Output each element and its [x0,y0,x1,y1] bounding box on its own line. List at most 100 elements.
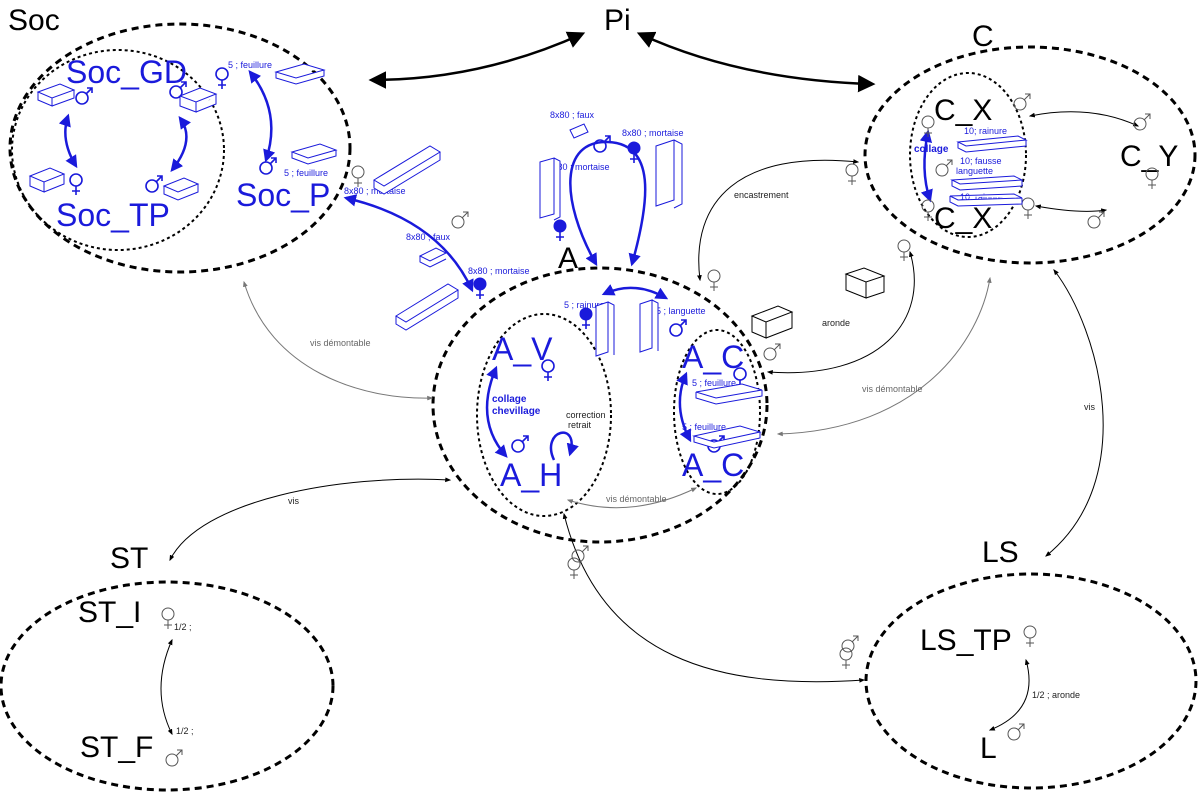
arrow-a-rainure-languette [601,284,669,300]
label-soc-p-mortaise: 8x80 ; mortaise [344,186,406,196]
node-a: A [558,242,578,275]
label-chevillage: chevillage [492,406,541,417]
label-a-rainure: 5 ; rainure [564,300,605,310]
male-icon [1013,93,1031,111]
group-st [0,580,335,792]
label-aronde: aronde [822,318,850,328]
label-vis-demontable-soc: vis démontable [310,338,371,348]
group-ls [864,572,1198,790]
female-icon [161,607,175,630]
node-st: ST [110,542,148,575]
node-soc-gd: Soc_GD [66,54,187,90]
label-a-languette: 5 ; languette [656,306,706,316]
male-icon [75,87,93,105]
female-icon [1021,197,1035,220]
arrow-a-self-loop [569,140,647,267]
arrow-vis-demontable-c [776,276,992,437]
arrow-vis-ls [1045,269,1104,557]
male-icon [669,319,687,337]
label-c-rainure-2: 10; rainure [960,192,1003,202]
label-vis-st: vis [288,496,299,506]
node-st-i: ST_I [78,596,141,629]
label-c-rainure-1: 10; rainure [964,126,1007,136]
male-icon [165,749,183,767]
arrow-a-c-top-bottom [676,371,692,443]
arrow-soc-gd-tp [58,113,78,169]
arrow-c-collage [919,129,933,203]
female-filled-icon [473,277,487,300]
arrow-ls-tp-l [988,658,1030,731]
label-c-fausse-1: 10; fausse [960,156,1002,166]
male-icon [1007,723,1025,741]
label-vis-ls: vis [1084,402,1095,412]
subgroup-a-left [476,313,612,517]
subgroup-a-right [673,329,761,495]
arrow-vis-demontable-a [566,487,698,509]
label-st-half-2: 1/2 ; [176,726,194,736]
female-icon [351,165,365,188]
node-ls: LS [982,536,1019,569]
male-icon [451,211,469,229]
label-vis-demontable-a: vis démontable [606,494,667,504]
label-vis-demontable-c: vis démontable [862,384,923,394]
node-c-x-bottom: C_X [934,202,992,235]
label-retrait: retrait [568,420,592,430]
female-filled-icon [579,307,593,330]
arrow-a-ls [562,512,866,683]
group-c [863,45,1197,265]
arrow-vis-st [169,477,452,562]
female-icon [567,557,581,580]
female-icon [921,199,935,222]
node-ls-tp: LS_TP [920,624,1012,657]
male-icon [145,175,163,193]
wood-piece-icon [539,123,763,449]
wood-piece-icon [28,63,459,331]
arrow-soc-gd-p [248,70,276,163]
label-c-fausse-2: languette [956,166,993,176]
female-icon [69,173,83,196]
male-icon [511,435,529,453]
female-icon [707,269,721,292]
arrow-soc-p-a [343,194,474,293]
label-a-feuillure-1: 5 ; feuillure [692,378,736,388]
label-a-mortaise-left: 8x80 ; mortaise [468,266,530,276]
label-encastrement: encastrement [734,190,789,200]
label-st-half-1: 1/2 ; [174,622,192,632]
female-icon [215,67,229,90]
female-icon [1023,625,1037,648]
arrow-c-x-y-bottom [1034,204,1108,214]
arrow-pi-c [636,31,876,93]
node-c: C [972,20,994,53]
subgroup-c [909,72,1027,238]
arrow-pi-soc [368,31,586,89]
female-icon [897,239,911,262]
label-a-faux: 8x80 ; faux [550,110,595,120]
label-a-feuillure-2: 5 ; feuillure [682,422,726,432]
label-soc-p-faux: 8x80 ; faux [406,232,451,242]
arrow-a-h-correction [549,431,579,461]
male-icon [1133,113,1151,131]
arrow-st-i-f [160,638,173,736]
female-icon [845,163,859,186]
node-a-v: A_V [492,331,553,367]
node-a-c-bottom: A_C [682,447,744,483]
arrow-a-v-h [485,365,508,458]
male-icon [935,159,953,177]
label-ls-aronde: 1/2 ; aronde [1032,690,1080,700]
subgroup-soc [11,49,225,251]
node-c-x-top: C_X [934,94,992,127]
node-st-f: ST_F [80,731,153,764]
label-correction: correction [566,410,606,420]
male-icon [763,343,781,361]
label-a-mortaise-right: 8x80 ; mortaise [622,128,684,138]
node-a-c-top: A_C [682,339,744,375]
arrow-vis-demontable-soc [243,280,434,401]
label-a-mortaise-mid: 8x80 ; mortaise [548,162,610,172]
label-collage: collage [492,394,527,405]
node-a-h: A_H [500,457,562,493]
node-pi: Pi [604,4,631,37]
male-icon [259,157,277,175]
arrow-c-x-y-top [1028,111,1140,127]
group-a [431,266,769,544]
